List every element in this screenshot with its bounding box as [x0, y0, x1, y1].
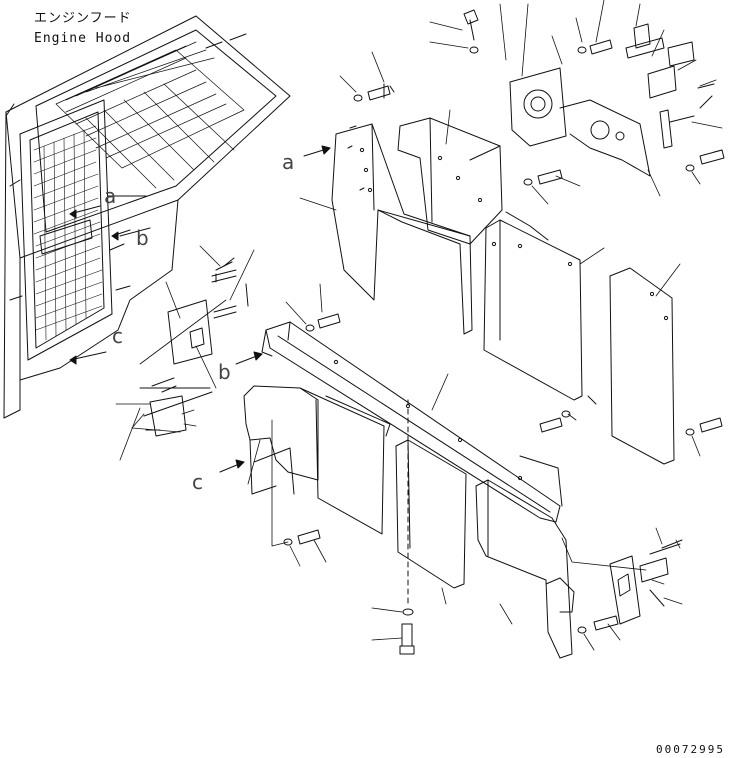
bolt-mid-2: [306, 314, 340, 331]
ref-letter-a-hood: a: [104, 184, 117, 208]
bolt-lower-3: [578, 616, 618, 633]
hood-grille: [56, 42, 244, 188]
top-right-bracket-assembly: [510, 24, 714, 176]
panel-middle: [484, 212, 596, 404]
drawing-number: 00072995: [656, 743, 725, 756]
title-english: Engine Hood: [34, 31, 132, 46]
bolt-right-1: [686, 418, 722, 435]
ref-letter-a-panel: a: [282, 150, 295, 174]
lower-right-cover: [476, 480, 574, 658]
bolt-washer-a1: [354, 84, 394, 101]
bolt-top-2: [578, 40, 612, 54]
ref-letter-b-hood: b: [136, 226, 149, 250]
bolt-lower-2: [400, 609, 414, 654]
bolt-right-2: [686, 150, 724, 171]
ref-letter-b-panel: b: [218, 360, 231, 384]
small-bracket-group: [140, 258, 248, 436]
fasteners: [152, 10, 724, 654]
ref-letter-c-panel: c: [192, 470, 203, 494]
panel-right: [610, 268, 674, 464]
lower-right-small-bracket: [610, 540, 682, 624]
lower-left-cover: [244, 386, 390, 534]
diagonal-frame-member: [262, 322, 562, 522]
hood-reference-arrows: [70, 206, 130, 364]
panel-rear-left: [332, 124, 472, 334]
panel-upper-bracket: [398, 118, 502, 244]
bolt-mid-3: [540, 411, 570, 432]
engine-hood: [4, 16, 290, 418]
bolt-top-1: [464, 10, 478, 53]
lower-middle-panel: [396, 440, 466, 588]
title-japanese: エンジンフード: [34, 11, 132, 26]
bolt-mid-1: [524, 170, 562, 185]
reference-arrows: [220, 146, 330, 472]
leader-lines: [116, 0, 722, 650]
bolt-lower-1: [284, 530, 320, 545]
ref-letter-c-hood: c: [112, 324, 123, 348]
hood-side-door: [20, 100, 112, 360]
